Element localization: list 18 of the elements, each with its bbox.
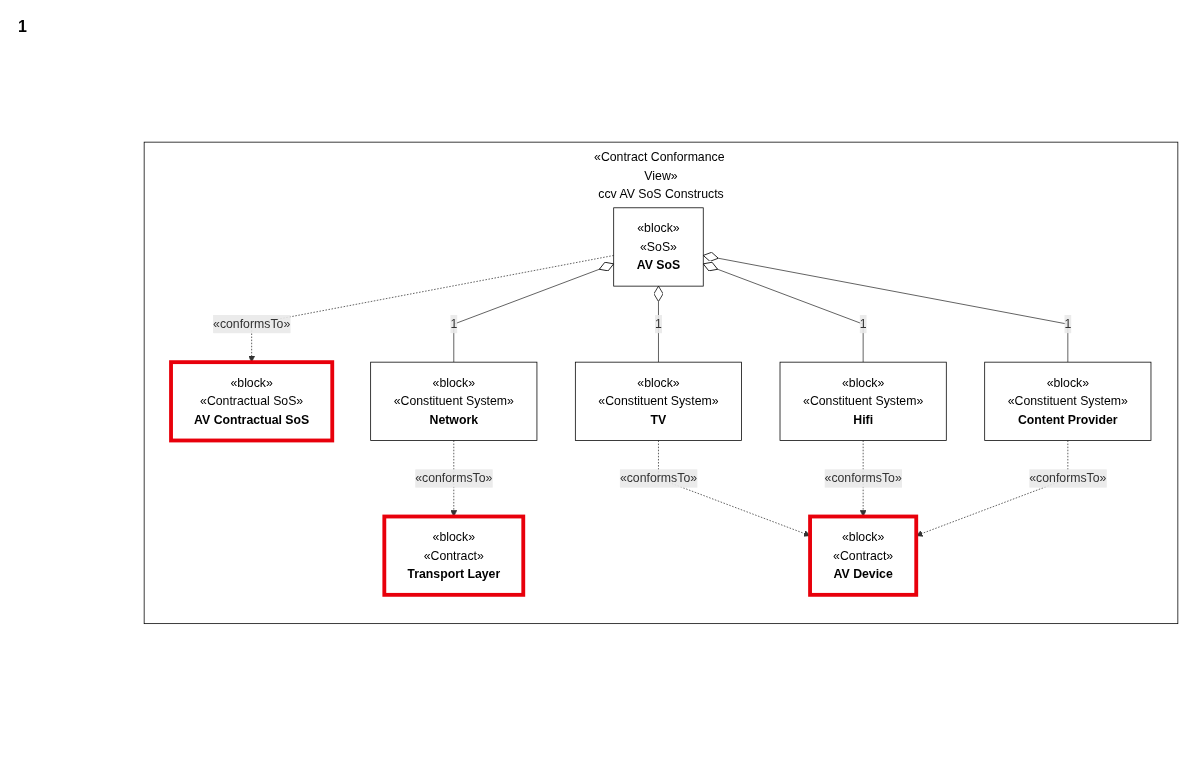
edge-label: «conformsTo»	[1029, 471, 1107, 485]
edge-label: 1	[1064, 317, 1072, 331]
node-box: «block» «Contractual SoS» AV Contractual SoS	[169, 360, 335, 443]
edge-label: 1	[859, 317, 867, 331]
edge-label: «conformsTo»	[619, 471, 698, 485]
node-box: «block» «Contract» AV Device	[808, 514, 919, 597]
node-box: «block» «Contract» Transport Layer	[382, 514, 526, 597]
node-box: «block» «Constituent System» TV	[574, 361, 742, 441]
multiplicity-label: 1	[18, 18, 28, 36]
node-box: «block» «Constituent System» Content Provider	[984, 361, 1152, 441]
edge-label: «conformsTo»	[415, 471, 493, 485]
edge-label: 1	[450, 317, 458, 331]
node-box: «block» «Constituent System» Hifi	[779, 361, 947, 441]
edge-label: 1	[655, 317, 662, 331]
node-box: «block» «SoS» AV SoS	[613, 207, 704, 287]
edge-label: «conformsTo»	[213, 317, 291, 331]
edge-label: «conformsTo»	[824, 471, 902, 485]
node-box: «block» «Constituent System» Network	[370, 361, 538, 441]
